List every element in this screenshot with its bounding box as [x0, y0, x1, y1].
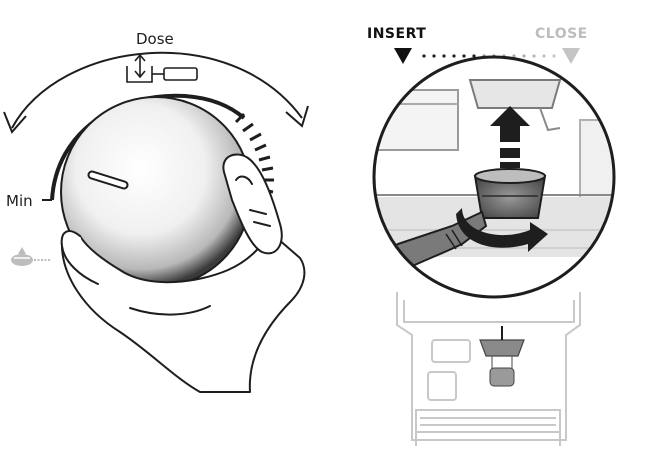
close-marker: [562, 48, 580, 64]
insert-label: INSERT: [367, 26, 426, 42]
insert-portafilter-panel: INSERT CLOSE: [367, 26, 616, 446]
rotation-arrowhead-right: [285, 105, 309, 128]
magnifier-callout: [372, 55, 616, 299]
up-arrow: [490, 106, 530, 168]
water-drip-icon: [11, 247, 50, 266]
min-label: Min: [6, 192, 33, 210]
dose-dial-panel: Dose Min: [3, 30, 309, 393]
hand-illustration: [60, 153, 306, 393]
espresso-machine: [396, 292, 581, 446]
close-label: CLOSE: [535, 26, 588, 42]
machine-portafilter: [479, 326, 525, 387]
rotation-arrowhead-left: [3, 111, 27, 134]
dose-label: Dose: [136, 30, 174, 48]
rotation-arrow: [11, 51, 303, 129]
insert-marker: [394, 48, 412, 64]
dose-icon: [126, 53, 198, 83]
rotate-arrow: [456, 208, 548, 252]
